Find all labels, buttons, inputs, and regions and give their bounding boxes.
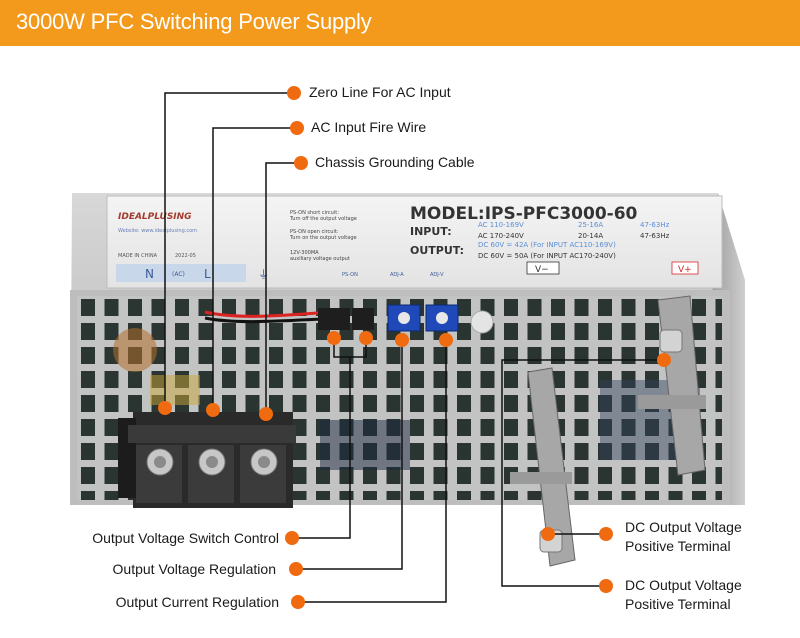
brand-logo-text: IDEALPLUSING	[118, 212, 192, 222]
marker-current-regulation	[291, 595, 305, 609]
ground-icon: ⏚	[258, 268, 269, 281]
made-in-text: MADE IN CHINA	[118, 253, 158, 259]
callout-dc-positive-2: DC Output Voltage Positive Terminal	[625, 576, 742, 614]
marker-adj-a	[395, 333, 409, 347]
marker-voltage-regulation	[289, 562, 303, 576]
ac-terminal-block	[118, 412, 296, 508]
callout-fire-wire: AC Input Fire Wire	[311, 119, 427, 135]
marker-switch-control	[285, 531, 299, 545]
callout-dc-positive-1: DC Output Voltage Positive Terminal	[625, 518, 742, 556]
v-plus-label: V+	[678, 265, 692, 275]
adj-v-label: ADJ-V	[430, 272, 444, 278]
callout-zero-line: Zero Line For AC Input	[309, 84, 451, 100]
marker-dc-bar-2	[657, 353, 671, 367]
callout-dc-positive-2-line1: DC Output Voltage	[625, 577, 742, 593]
marker-terminal-ground	[259, 407, 273, 421]
model-text: MODEL:IPS-PFC3000-60	[410, 204, 638, 224]
callout-voltage-regulation: Output Voltage Regulation	[112, 561, 276, 577]
product-label: IDEALPLUSING Website: www.idealplusing.c…	[106, 195, 723, 289]
marker-terminal-l	[206, 403, 220, 417]
aux-2: auxiliary voltage output	[290, 256, 350, 262]
callout-current-regulation: Output Current Regulation	[115, 594, 279, 610]
terminal-l-label: L	[204, 267, 211, 281]
marker-dc-positive-1	[599, 527, 613, 541]
header-bar: 3000W PFC Switching Power Supply	[0, 0, 800, 46]
callout-switch-control: Output Voltage Switch Control	[92, 530, 279, 546]
marker-adj-v	[439, 333, 453, 347]
v-minus-label: V−	[535, 265, 549, 275]
ps-on-open-1: PS-ON open circuit:	[290, 229, 339, 235]
callout-dc-positive-1-line1: DC Output Voltage	[625, 519, 742, 535]
input-r2-current: 20-14A	[578, 232, 603, 240]
output-r2: DC 60V = 50A (For INPUT AC170-240V)	[478, 252, 616, 260]
ps-on-short-1: PS-ON short circuit:	[290, 210, 339, 216]
input-label: INPUT:	[410, 225, 452, 238]
callout-dc-positive-2-line2: Positive Terminal	[625, 596, 731, 612]
input-r1-voltage: AC 110-169V	[478, 221, 524, 229]
marker-zero-line	[287, 86, 301, 100]
marker-switch-pin1	[327, 331, 341, 345]
markers	[158, 86, 671, 609]
input-r1-freq: 47-63Hz	[640, 221, 670, 229]
output-r1: DC 60V = 42A (For INPUT AC110-169V)	[478, 241, 616, 249]
marker-fire-wire	[290, 121, 304, 135]
ps-on-label: PS-ON	[342, 272, 358, 278]
marker-dc-bar-1	[541, 527, 555, 541]
dc-output-terminals	[510, 295, 706, 567]
marker-terminal-n	[158, 401, 172, 415]
adj-a-label: ADJ-A	[390, 272, 404, 278]
callout-dc-positive-1-line2: Positive Terminal	[625, 538, 731, 554]
page-title: 3000W PFC Switching Power Supply	[16, 9, 372, 34]
terminal-ac-label: (AC)	[172, 271, 185, 278]
ps-on-short-2: Turn off the output voltage	[289, 216, 357, 222]
leader-lines	[164, 92, 664, 603]
aux-1: 12V-300MA	[290, 250, 319, 256]
ps-on-open-2: Turn on the output voltage	[289, 235, 357, 241]
callout-grounding: Chassis Grounding Cable	[315, 154, 475, 170]
signal-connector	[318, 308, 374, 330]
marker-switch-pin2	[359, 331, 373, 345]
input-r2-voltage: AC 170-240V	[478, 232, 524, 240]
date-text: 2022-05	[175, 253, 196, 259]
website-text: Website: www.idealplusing.com	[118, 228, 197, 234]
input-r2-freq: 47-63Hz	[640, 232, 670, 240]
adj-potentiometers	[387, 304, 494, 334]
output-label: OUTPUT:	[410, 244, 464, 257]
marker-grounding	[294, 156, 308, 170]
marker-dc-positive-2	[599, 579, 613, 593]
terminal-n-label: N	[145, 267, 154, 281]
input-r1-current: 25-16A	[578, 221, 603, 229]
